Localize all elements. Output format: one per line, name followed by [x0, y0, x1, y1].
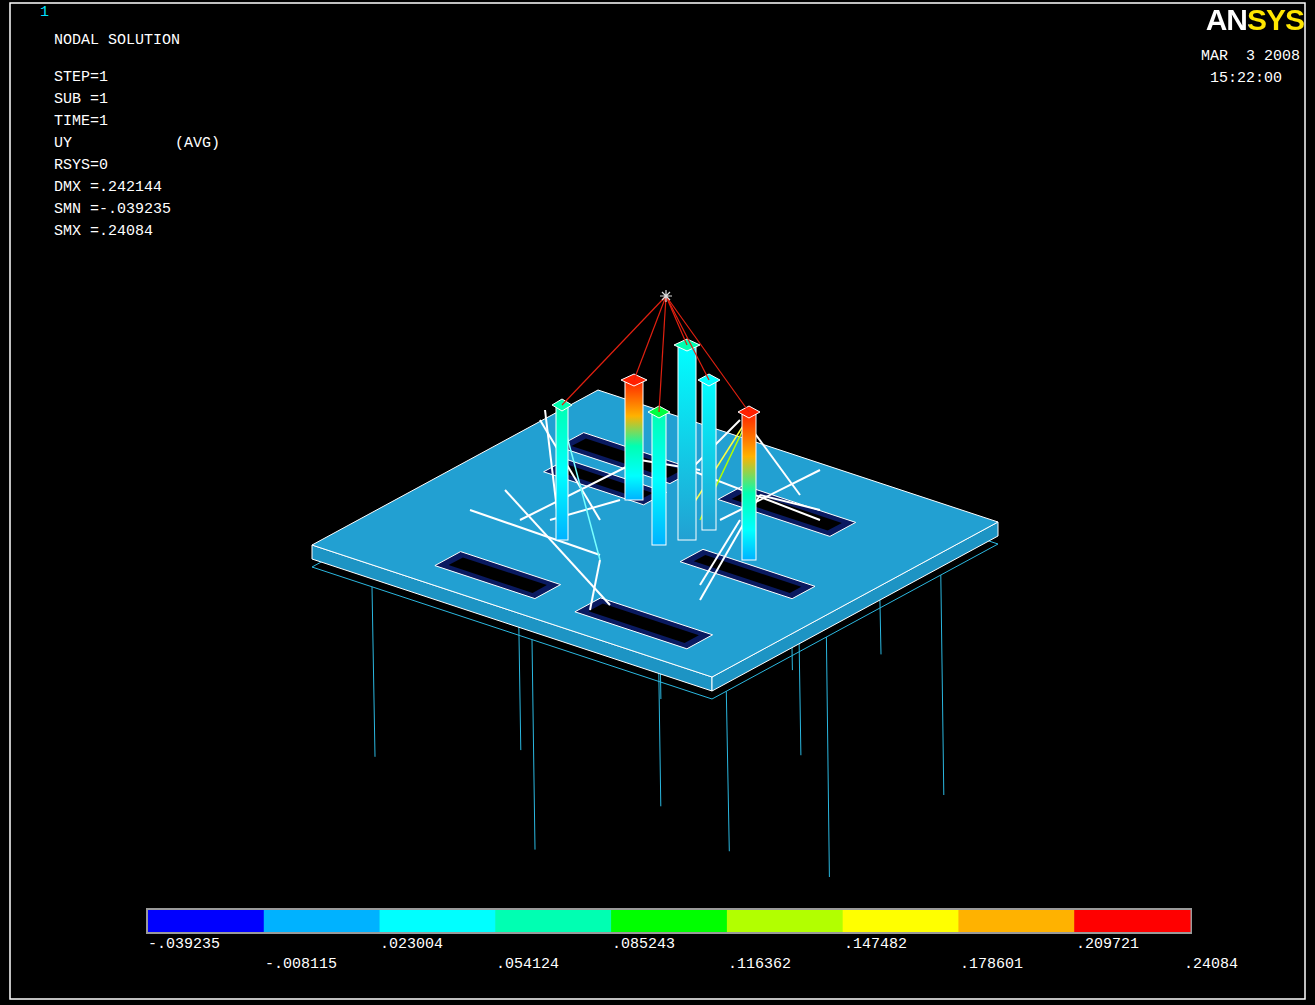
lift-cable [666, 296, 749, 412]
colorbar-band [495, 910, 611, 932]
result-info: UY [54, 135, 72, 153]
colorbar-value: .054124 [496, 956, 559, 974]
colorbar-value: -.008115 [265, 956, 337, 974]
software-logo: ANSYS [1206, 4, 1304, 36]
result-info: STEP=1 [54, 69, 108, 87]
truss-member [540, 420, 600, 520]
lift-cable [659, 296, 666, 412]
support-leg [532, 640, 535, 850]
plot-date: MAR 3 2008 [1201, 48, 1300, 66]
colorbar-value: .085243 [612, 936, 675, 954]
column [556, 405, 568, 540]
colorbar-band [148, 910, 264, 932]
result-info: NODAL SOLUTION [54, 32, 180, 50]
column [678, 345, 696, 540]
colorbar-value: .147482 [844, 936, 907, 954]
support-leg [726, 691, 729, 851]
column [742, 412, 756, 560]
colorbar-value: .116362 [728, 956, 791, 974]
truss-member [470, 510, 600, 555]
result-info: SUB =1 [54, 91, 108, 109]
colorbar-band [727, 910, 843, 932]
colorbar-value: .24084 [1184, 956, 1238, 974]
colorbar-value: -.039235 [148, 936, 220, 954]
column [625, 380, 643, 500]
column [652, 412, 666, 545]
colorbar [148, 910, 1191, 932]
truss-member [760, 495, 820, 510]
truss-member [590, 560, 600, 610]
support-leg [826, 637, 829, 877]
colorbar-value: .023004 [380, 936, 443, 954]
slot-opening [589, 604, 699, 643]
support-leg [372, 587, 375, 757]
result-info: SMN =-.039235 [54, 201, 171, 219]
deck-plate [312, 390, 998, 677]
colorbar-band [264, 910, 380, 932]
colorbar-value: .209721 [1076, 936, 1139, 954]
lift-cable [562, 296, 666, 405]
deck-slot [435, 552, 561, 599]
lift-point-symbol [660, 290, 672, 302]
structure-model [312, 290, 998, 877]
truss-member [520, 460, 640, 520]
deck-slot [575, 598, 713, 649]
colorbar-band [380, 910, 496, 932]
colorbar-band [1074, 910, 1190, 932]
plot-frame [10, 3, 1305, 999]
slot-opening [449, 557, 547, 593]
colorbar-band [611, 910, 727, 932]
result-info: SMX =.24084 [54, 223, 153, 241]
truss-member [720, 470, 820, 520]
lift-cable [666, 296, 709, 380]
colorbar-border [146, 908, 1192, 934]
colorbar-value: .178601 [960, 956, 1023, 974]
result-info: DMX =.242144 [54, 179, 162, 197]
column [702, 380, 716, 530]
slot-opening [694, 555, 802, 593]
window-number: 1 [40, 4, 49, 22]
result-info: RSYS=0 [54, 157, 108, 175]
support-leg [941, 575, 944, 795]
plot-time: 15:22:00 [1210, 70, 1282, 88]
colorbar-band [958, 910, 1074, 932]
colorbar-band [843, 910, 959, 932]
result-info: (AVG) [175, 135, 220, 153]
result-info: TIME=1 [54, 113, 108, 131]
